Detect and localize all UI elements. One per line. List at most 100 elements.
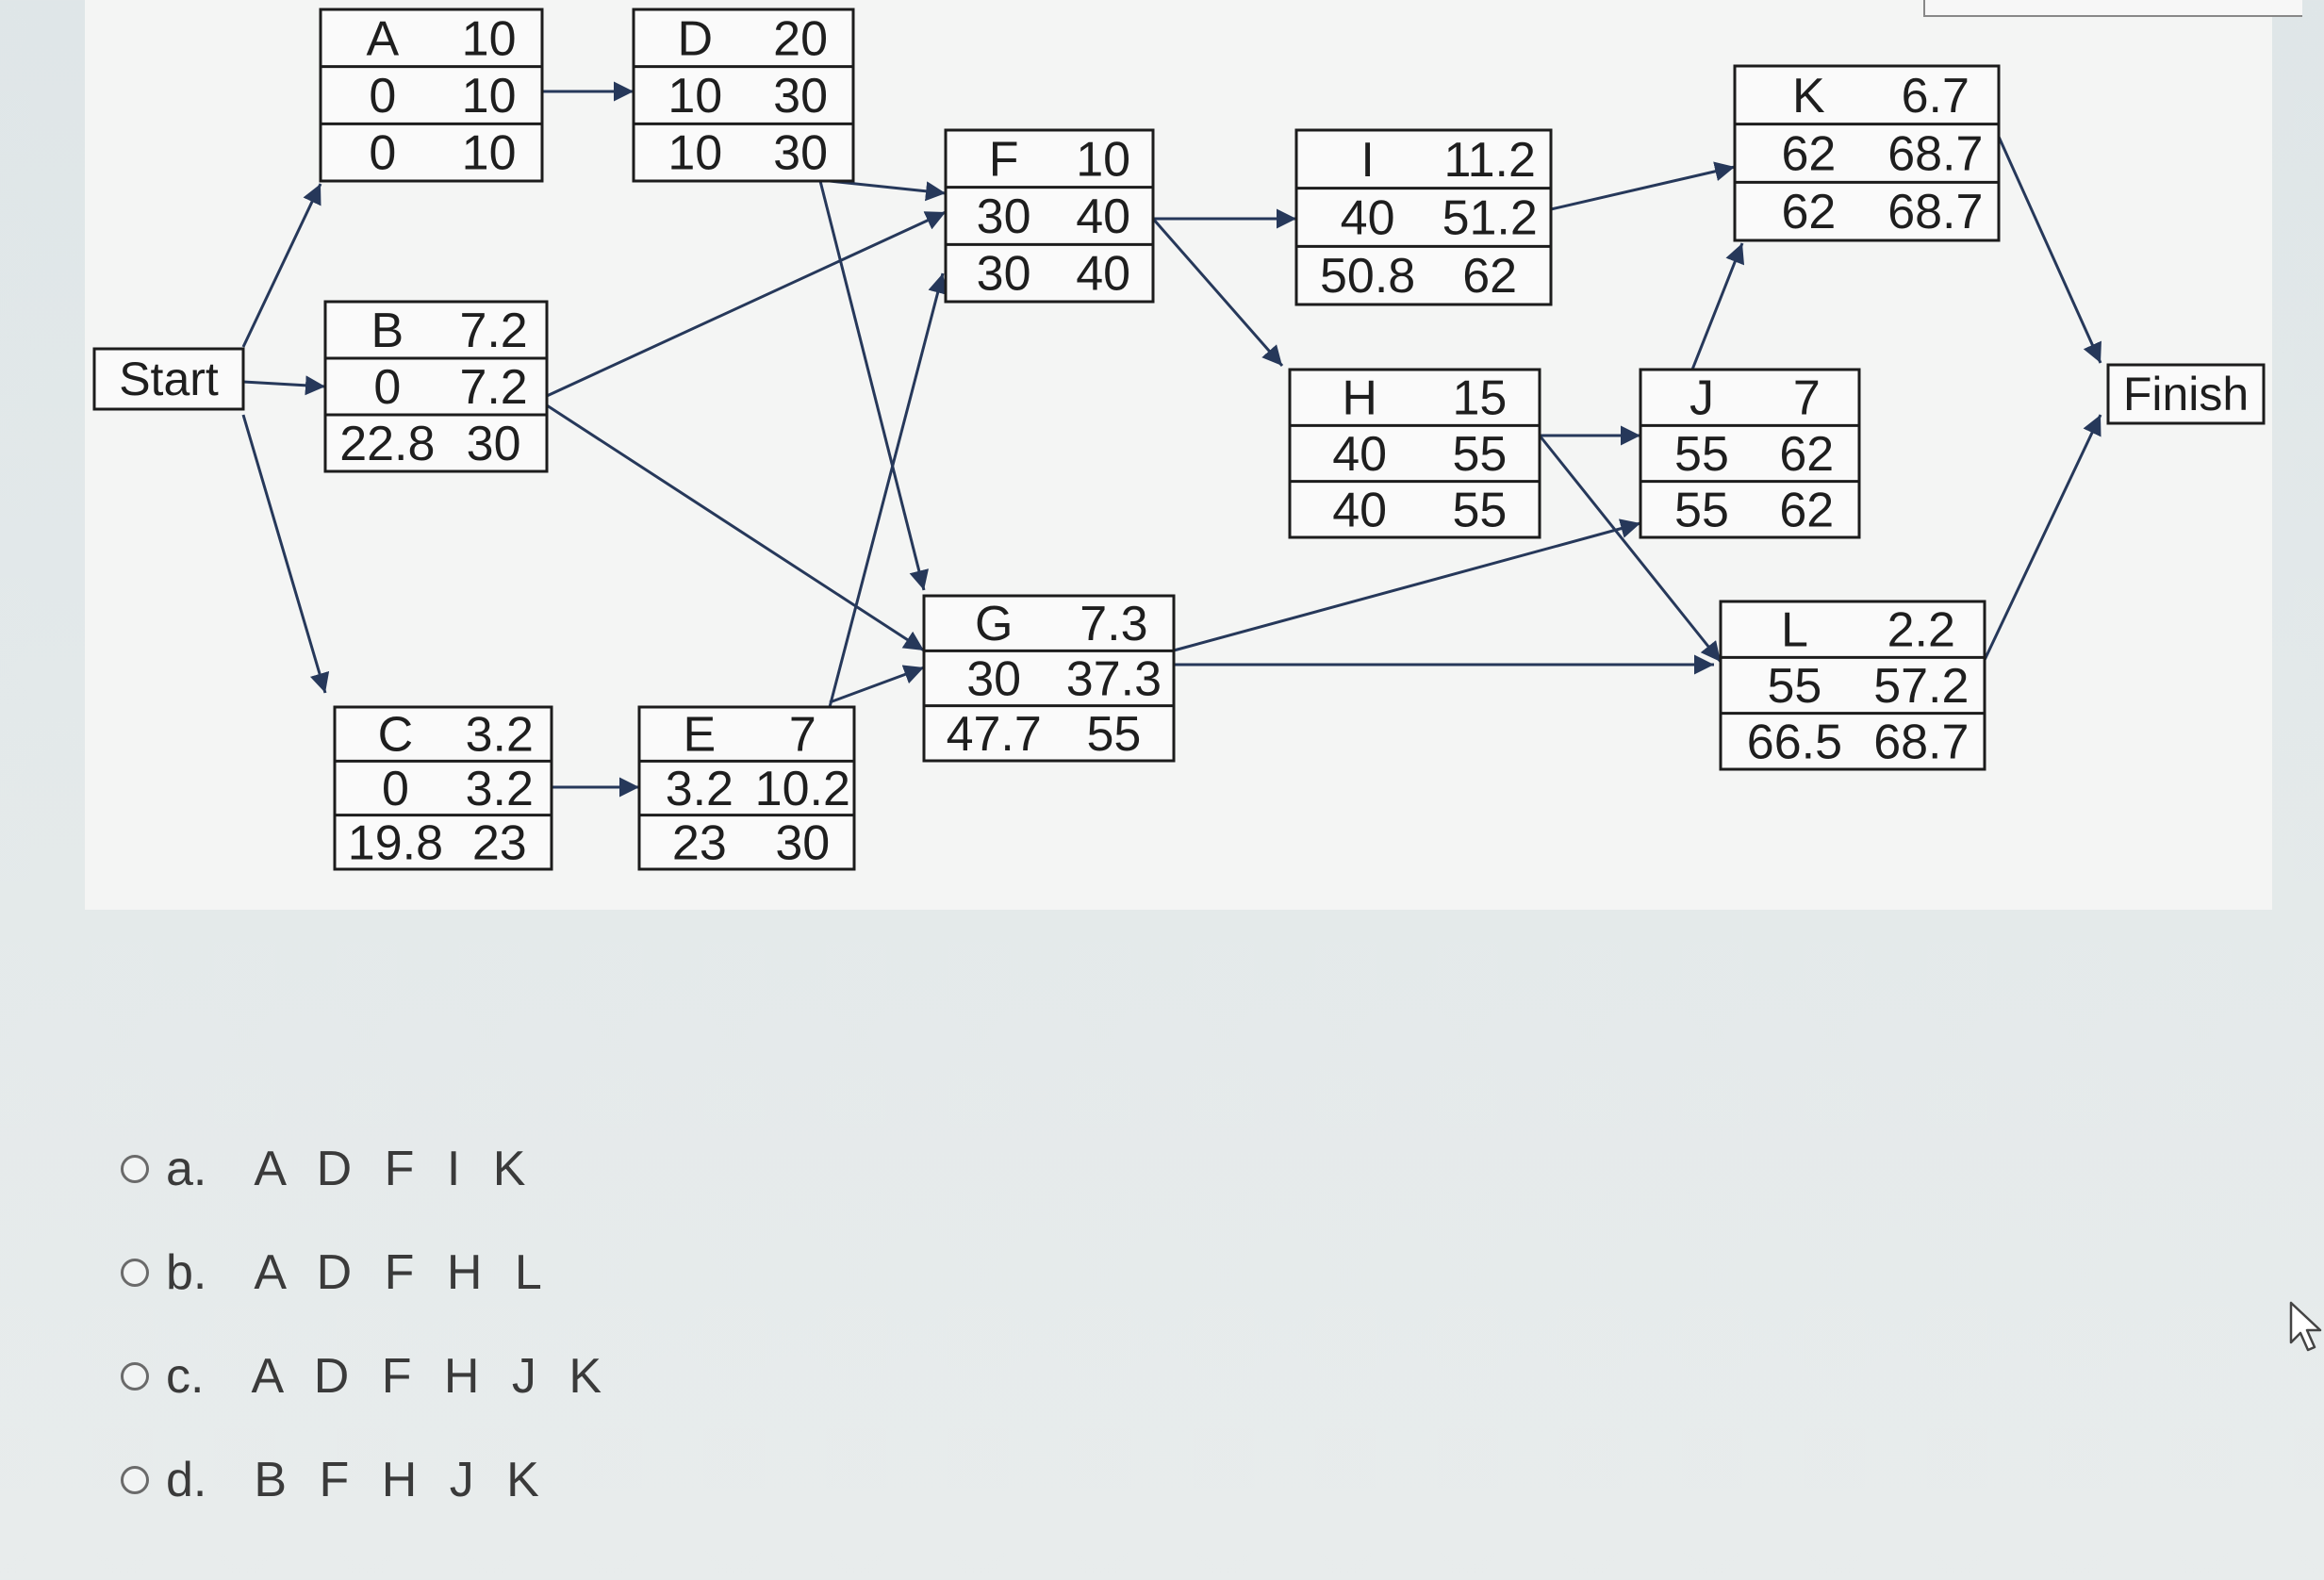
edge-b-f bbox=[546, 210, 947, 398]
late-finish: 68.7 bbox=[1887, 185, 1983, 239]
node-h: H 15 40 55 40 55 bbox=[1288, 368, 1541, 539]
activity-name: F bbox=[989, 132, 1019, 187]
late-finish: 62 bbox=[1779, 483, 1834, 537]
early-finish: 30 bbox=[773, 69, 828, 123]
late-start: 40 bbox=[1332, 483, 1387, 537]
duration: 6.7 bbox=[1902, 69, 1970, 123]
terminal-box bbox=[92, 347, 245, 411]
activity-name: C bbox=[378, 708, 414, 763]
radio-button-icon[interactable] bbox=[121, 1466, 149, 1494]
early-finish: 3.2 bbox=[466, 762, 534, 816]
activity-name: D bbox=[677, 11, 713, 66]
late-finish: 62 bbox=[1462, 249, 1517, 304]
activity-name: L bbox=[1781, 603, 1808, 658]
early-finish: 68.7 bbox=[1887, 127, 1983, 182]
early-start: 62 bbox=[1781, 127, 1836, 182]
node-box bbox=[1639, 368, 1861, 539]
option-d[interactable]: d. B F H J K bbox=[121, 1452, 611, 1508]
radio-button-icon[interactable] bbox=[121, 1362, 149, 1391]
early-start: 0 bbox=[373, 360, 401, 415]
early-start: 40 bbox=[1332, 427, 1387, 482]
late-start: 10 bbox=[668, 126, 722, 181]
option-c[interactable]: c. A D F H J K bbox=[121, 1348, 611, 1405]
activity-name: K bbox=[1792, 69, 1825, 123]
late-start: 55 bbox=[1674, 483, 1729, 537]
early-finish: 57.2 bbox=[1873, 659, 1969, 714]
late-finish: 23 bbox=[472, 815, 527, 870]
edge-f-h bbox=[1151, 218, 1284, 367]
edge-e-g bbox=[829, 665, 925, 704]
early-start: 30 bbox=[977, 189, 1031, 244]
node-box bbox=[1733, 64, 2001, 242]
duration: 3.2 bbox=[466, 708, 534, 763]
duration: 7.2 bbox=[459, 304, 527, 358]
node-box bbox=[1294, 128, 1553, 306]
late-finish: 30 bbox=[775, 815, 830, 870]
late-finish: 30 bbox=[467, 417, 521, 471]
edge-j-k bbox=[1690, 242, 1745, 370]
top-right-panel-edge bbox=[1923, 0, 2302, 17]
edges-layer bbox=[241, 81, 2102, 798]
late-start: 62 bbox=[1781, 185, 1836, 239]
edge-k-finish bbox=[1997, 136, 2102, 364]
option-letter: c. bbox=[166, 1349, 205, 1404]
edge-b-g bbox=[546, 403, 925, 652]
duration: 11.2 bbox=[1444, 133, 1536, 188]
start-node: Start bbox=[92, 347, 245, 411]
late-start: 50.8 bbox=[1320, 249, 1415, 304]
duration: 7 bbox=[1793, 371, 1821, 426]
early-finish: 40 bbox=[1076, 189, 1130, 244]
early-start: 40 bbox=[1341, 191, 1395, 246]
early-start: 0 bbox=[382, 762, 409, 816]
late-finish: 55 bbox=[1086, 707, 1141, 762]
activity-name: H bbox=[1342, 371, 1377, 426]
answer-options: a. A D F I K b. A D F H L c. A D F H J K… bbox=[121, 1141, 611, 1555]
early-finish: 62 bbox=[1779, 427, 1834, 482]
node-box bbox=[333, 705, 553, 871]
node-box bbox=[922, 594, 1176, 763]
duration: 10 bbox=[1076, 132, 1130, 187]
early-finish: 55 bbox=[1452, 427, 1507, 482]
edge-i-k bbox=[1550, 161, 1736, 211]
node-box bbox=[323, 300, 549, 473]
radio-button-icon[interactable] bbox=[121, 1259, 149, 1287]
activity-name: E bbox=[683, 708, 716, 763]
mouse-pointer-icon bbox=[2289, 1301, 2322, 1352]
late-finish: 10 bbox=[462, 126, 517, 181]
activity-name: B bbox=[371, 304, 404, 358]
late-finish: 68.7 bbox=[1873, 715, 1969, 769]
late-start: 0 bbox=[369, 126, 396, 181]
late-finish: 30 bbox=[773, 126, 828, 181]
late-finish: 55 bbox=[1452, 483, 1507, 537]
activity-name: A bbox=[366, 11, 399, 66]
edge-h-l bbox=[1538, 435, 1722, 663]
node-box bbox=[1288, 368, 1541, 539]
edge-l-finish bbox=[1983, 414, 2102, 661]
option-b[interactable]: b. A D F H L bbox=[121, 1244, 611, 1301]
late-start: 66.5 bbox=[1747, 715, 1842, 769]
early-finish: 51.2 bbox=[1442, 191, 1538, 246]
node-box bbox=[944, 128, 1155, 304]
edge-e-f bbox=[828, 272, 948, 708]
edge-d-g bbox=[818, 180, 930, 591]
node-k: K 6.7 62 68.7 62 68.7 bbox=[1733, 64, 2001, 242]
early-start: 3.2 bbox=[666, 762, 733, 816]
early-start: 30 bbox=[966, 652, 1021, 707]
node-box bbox=[637, 705, 856, 871]
early-start: 55 bbox=[1674, 427, 1729, 482]
activity-name: G bbox=[975, 597, 1013, 651]
early-finish: 37.3 bbox=[1066, 652, 1162, 707]
option-text: A D F H L bbox=[254, 1245, 552, 1300]
late-start: 47.7 bbox=[947, 707, 1042, 762]
option-text: B F H J K bbox=[254, 1453, 549, 1507]
edge-start-b bbox=[242, 375, 326, 396]
duration: 15 bbox=[1452, 371, 1507, 426]
radio-button-icon[interactable] bbox=[121, 1155, 149, 1183]
option-a[interactable]: a. A D F I K bbox=[121, 1141, 611, 1197]
node-box bbox=[632, 8, 855, 183]
